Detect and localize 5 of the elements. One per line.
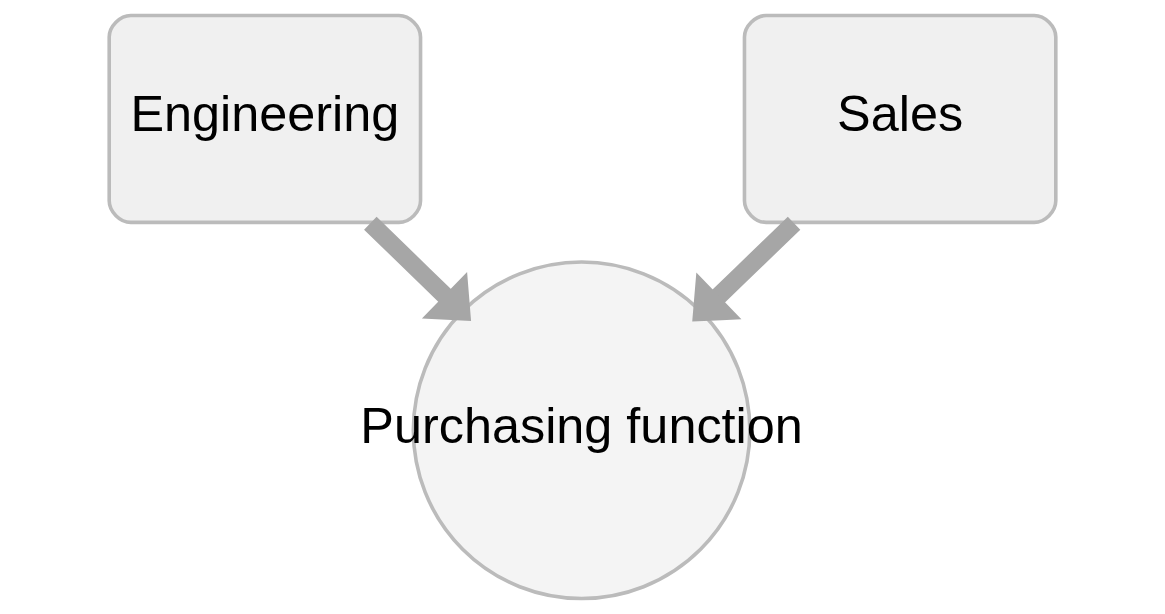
node-box: Engineering: [107, 13, 423, 225]
arrow: [364, 216, 472, 322]
node-box: Sales: [742, 13, 1058, 225]
node-label: Purchasing function: [360, 396, 803, 454]
arrow: [692, 216, 801, 322]
